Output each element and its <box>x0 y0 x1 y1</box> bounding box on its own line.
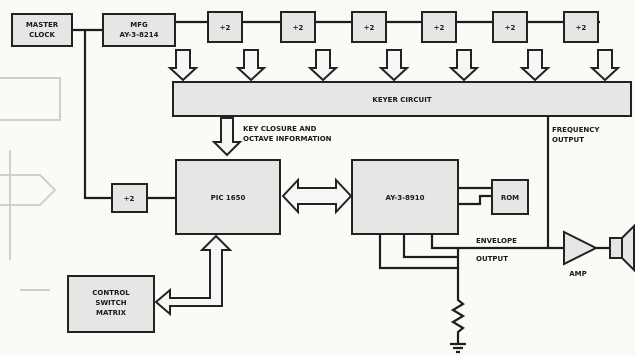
divider-block-2: ÷2 <box>280 11 316 43</box>
key-closure-note-line2: OCTAVE INFORMATION <box>243 135 332 143</box>
divider-block-6: ÷2 <box>563 11 599 43</box>
master-clock-label-line2: CLOCK <box>29 31 55 39</box>
divider-block-4: ÷2 <box>421 11 457 43</box>
envelope-output-wire <box>430 234 564 250</box>
rom-label: ROM <box>501 194 519 202</box>
keyer-to-pic-arrow <box>211 117 243 157</box>
keyer-arrow-3 <box>307 49 339 82</box>
amp-triangle <box>563 230 599 266</box>
master-clock-block: MASTER CLOCK <box>11 13 73 47</box>
pic-ay-bus-arrow <box>281 177 353 215</box>
pic-control-bus-arrow <box>154 234 233 317</box>
divider-label-1: ÷2 <box>220 24 231 32</box>
divider-block-1: ÷2 <box>207 11 243 43</box>
ay-3-8910-label: AY-3-8910 <box>386 194 425 202</box>
keyer-arrow-4 <box>378 49 410 82</box>
mfg-block: MFG AY-3-8214 <box>102 13 176 47</box>
pic-1650-label: PIC 1650 <box>211 194 246 202</box>
divider-label-5: ÷2 <box>505 24 516 32</box>
clock-to-small-divider-wire <box>83 30 112 200</box>
control-label-line2: SWITCH <box>95 299 126 307</box>
divider-label-4: ÷2 <box>434 24 445 32</box>
frequency-output-note-line1: FREQUENCY <box>552 126 600 134</box>
keyer-arrow-1 <box>167 49 199 82</box>
resistor-to-ground <box>450 290 466 354</box>
divider-block-3: ÷2 <box>351 11 387 43</box>
envelope-note-line1: ENVELOPE <box>476 237 517 245</box>
key-closure-note-line1: KEY CLOSURE AND <box>243 125 317 133</box>
faded-background-lines <box>0 77 61 291</box>
frequency-output-note-line2: OUTPUT <box>552 136 584 144</box>
ay-3-8910-block: AY-3-8910 <box>351 159 459 235</box>
envelope-line-1 <box>378 234 458 270</box>
amp-block: AMP <box>563 230 599 278</box>
rom-block: ROM <box>491 179 529 215</box>
control-switch-matrix-block: CONTROL SWITCH MATRIX <box>67 275 155 333</box>
keyer-arrow-7 <box>589 49 621 82</box>
divider-label-2: ÷2 <box>293 24 304 32</box>
pic-1650-block: PIC 1650 <box>175 159 281 235</box>
mfg-label-line1: MFG <box>130 21 148 29</box>
ay-to-rom-wire-bottom <box>458 194 492 206</box>
amp-label: AMP <box>569 270 587 278</box>
keyer-arrow-6 <box>519 49 551 82</box>
mfg-label-line2: AY-3-8214 <box>120 31 159 39</box>
ground-symbol <box>450 342 466 354</box>
keyer-input-arrows <box>167 49 621 82</box>
divider-label-3: ÷2 <box>364 24 375 32</box>
keyer-circuit-block: KEYER CIRCUIT <box>172 81 632 117</box>
small-divider-label: ÷2 <box>124 195 135 203</box>
control-label-line3: MATRIX <box>96 309 127 317</box>
envelope-line-2 <box>402 234 458 259</box>
envelope-note-line2: OUTPUT <box>476 255 508 263</box>
speaker-icon <box>609 223 635 273</box>
small-divider-block: ÷2 <box>111 183 148 213</box>
keyer-arrow-2 <box>235 49 267 82</box>
master-clock-label-line1: MASTER <box>26 21 59 29</box>
control-label-line1: CONTROL <box>92 289 130 297</box>
keyer-arrow-5 <box>448 49 480 82</box>
divider-label-6: ÷2 <box>576 24 587 32</box>
keyer-circuit-label: KEYER CIRCUIT <box>372 96 431 104</box>
divider-block-5: ÷2 <box>492 11 528 43</box>
